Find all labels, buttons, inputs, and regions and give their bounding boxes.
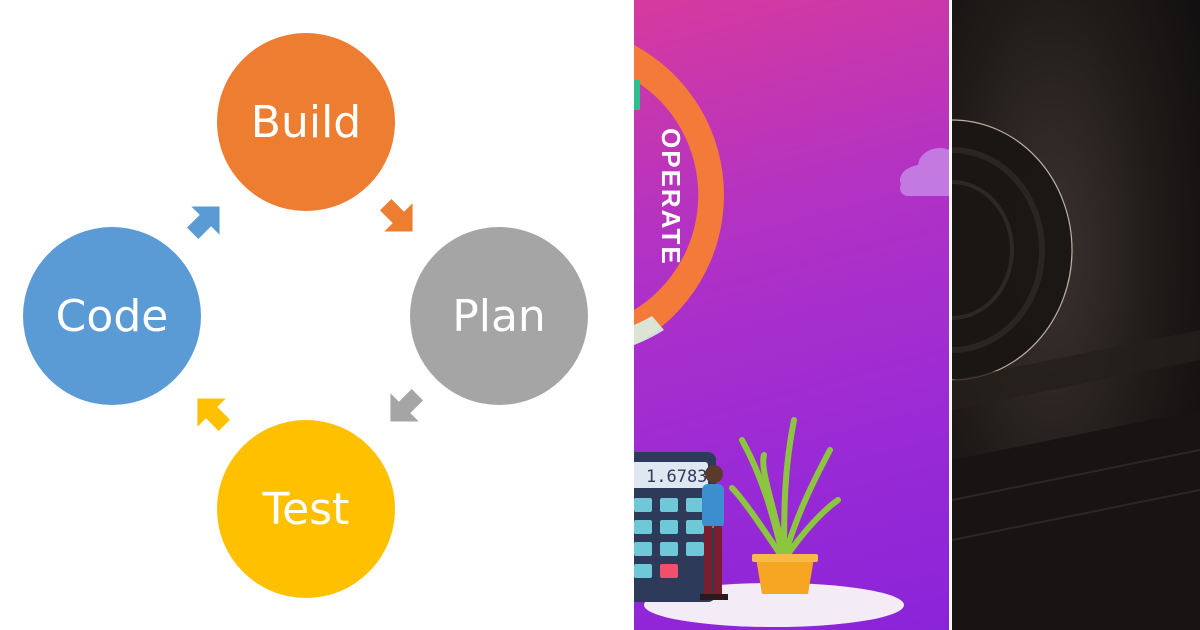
plant-icon xyxy=(729,417,841,563)
cycle-diagram-panel: Build Plan Test Code xyxy=(23,33,588,598)
calculator-display: 1.6783 xyxy=(646,467,707,487)
test-node: Test xyxy=(217,420,395,598)
plan-node: Plan xyxy=(410,227,588,405)
arrow-build-to-plan xyxy=(380,199,413,232)
pot xyxy=(756,558,814,594)
arrow-plan-to-test xyxy=(390,389,423,422)
code-node: Code xyxy=(23,227,201,405)
build-node: Build xyxy=(217,33,395,211)
code-node-label: Code xyxy=(55,290,169,342)
cycle-arrows xyxy=(187,199,423,431)
vinyl-record-image xyxy=(952,0,1200,630)
person-figure xyxy=(700,465,728,600)
plan-node-label: Plan xyxy=(452,290,546,342)
ring-label: OPERATE xyxy=(656,128,686,266)
devops-illustration-panel: OPERATE 1.6783 xyxy=(634,0,949,630)
illustration-art: OPERATE 1.6783 xyxy=(634,45,949,627)
arrow-test-to-code xyxy=(197,398,230,431)
build-node-label: Build xyxy=(250,96,362,148)
cloud-icon xyxy=(900,148,949,196)
operate-ring xyxy=(634,45,724,345)
arrow-code-to-build xyxy=(187,206,220,239)
panel-divider xyxy=(949,0,952,630)
vinyl-photo-panel xyxy=(952,0,1200,630)
test-node-label: Test xyxy=(262,483,350,535)
calculator-icon: 1.6783 xyxy=(634,452,716,602)
